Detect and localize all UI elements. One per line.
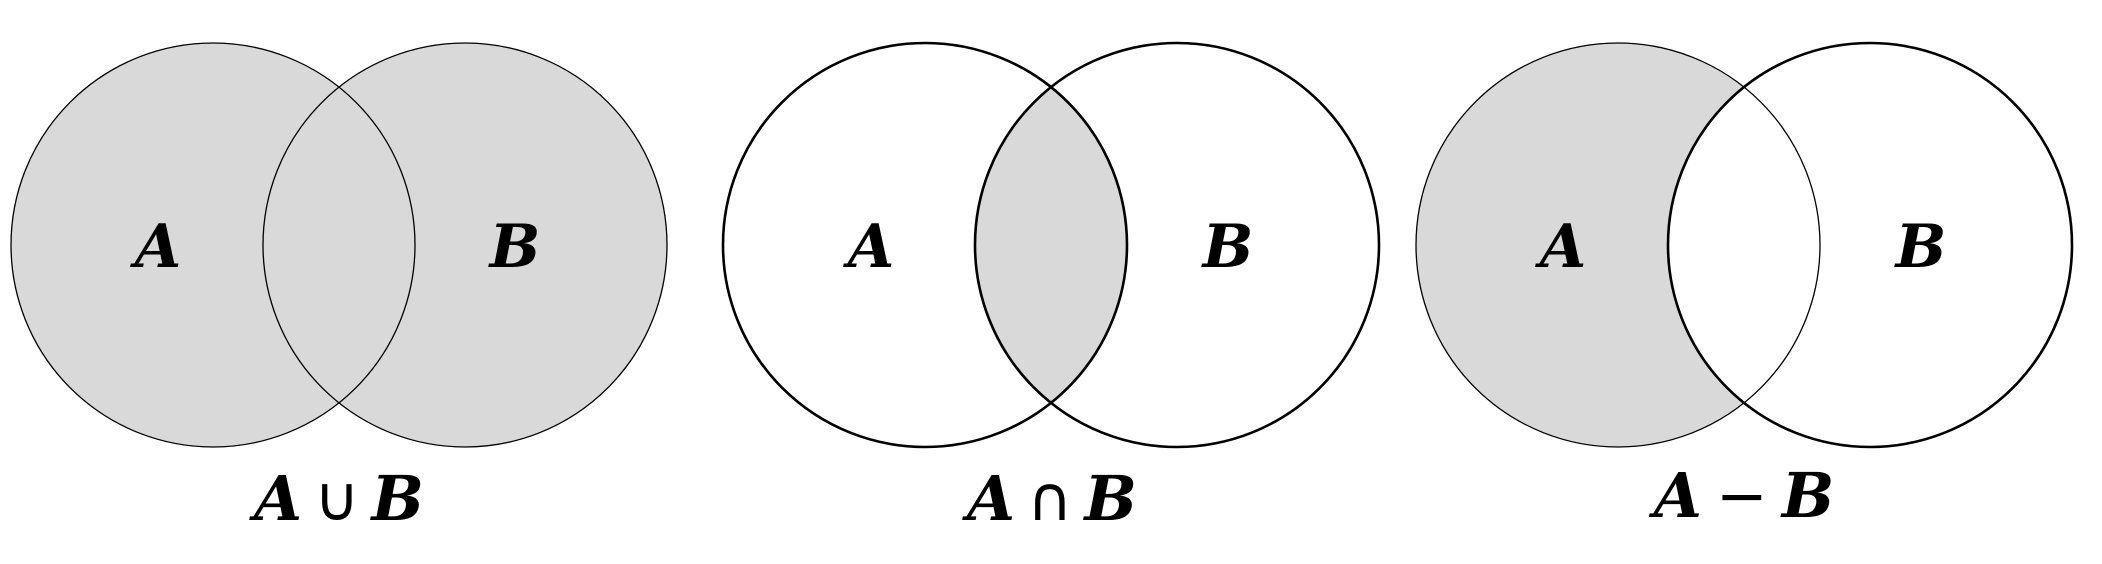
difference-caption-right: B [1780, 459, 1834, 532]
union-caption-right: B [370, 462, 424, 535]
union-venn-panel: A B A∪B [10, 42, 668, 535]
union-set-b-label: B [488, 212, 541, 282]
intersection-caption-right: B [1083, 462, 1137, 535]
intersection-caption: A∩B [962, 462, 1137, 535]
difference-set-a-circle [1415, 42, 1821, 448]
intersection-overlap-fill [975, 43, 1127, 447]
union-set-a-label: A [130, 212, 182, 282]
difference-operator-symbol: − [1716, 459, 1768, 532]
intersection-set-b-label: B [1201, 212, 1254, 282]
union-set-a-circle [10, 42, 416, 448]
difference-a-only-fill [1416, 43, 1820, 447]
difference-set-b-circle [1666, 41, 2074, 449]
difference-caption-left: A [1649, 459, 1702, 532]
union-set-b-fill [263, 43, 667, 447]
union-caption-left: A [249, 462, 302, 535]
difference-set-a-label: A [1535, 212, 1587, 282]
intersection-set-a-label: A [843, 212, 895, 282]
union-set-b-circle [262, 42, 668, 448]
intersection-operator-symbol: ∩ [1027, 462, 1072, 535]
difference-caption: A−B [1649, 459, 1834, 532]
difference-venn-panel: A B A−B [1415, 41, 2074, 532]
intersection-venn-panel: A B A∩B [721, 41, 1381, 535]
intersection-set-a-circle [721, 41, 1129, 449]
intersection-set-b-circle [973, 41, 1381, 449]
difference-set-b-label: B [1894, 212, 1947, 282]
intersection-caption-left: A [962, 462, 1015, 535]
union-caption: A∪B [249, 462, 424, 535]
union-operator-symbol: ∪ [314, 462, 359, 535]
